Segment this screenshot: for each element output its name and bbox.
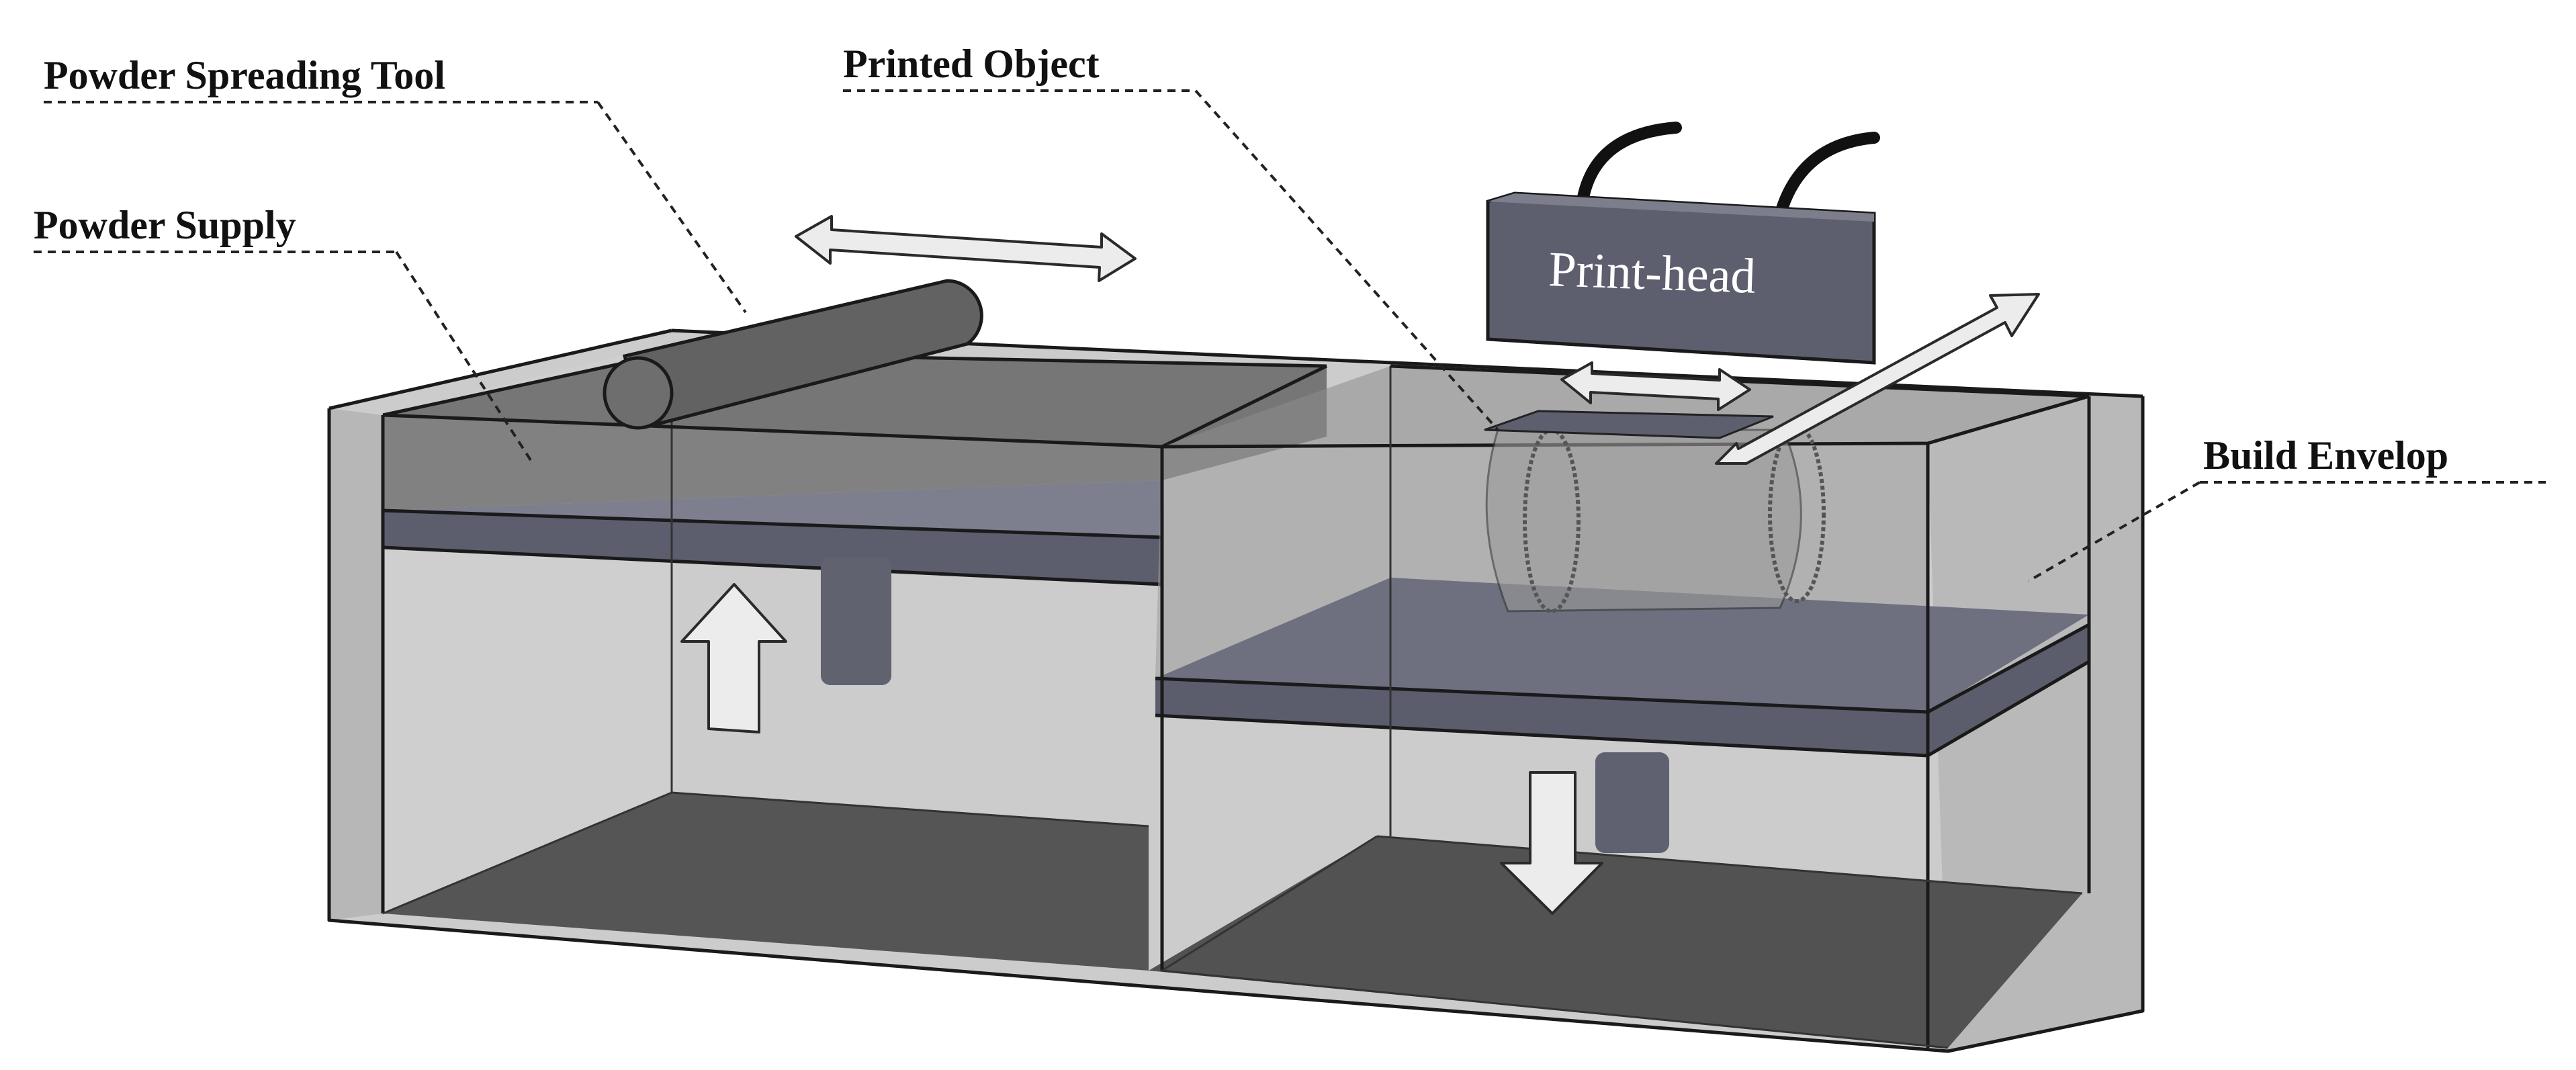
print-head-motion-double-arrow	[1560, 361, 1751, 411]
label-build-envelop: Build Envelop	[2203, 433, 2448, 478]
label-powder-spreading-tool: Powder Spreading Tool	[44, 53, 445, 97]
print-head-label: Print-head	[1548, 242, 1757, 304]
label-printed-object: Printed Object	[843, 42, 1100, 86]
print-head-cable-right	[1774, 132, 1880, 221]
powder-spreading-roller	[603, 279, 983, 430]
printed-cylinder-ring-right	[1768, 425, 1826, 603]
supply-chamber-floor	[383, 793, 1149, 971]
build-piston-rod	[1595, 752, 1669, 853]
printed-cylinder	[1485, 429, 1802, 613]
roller-motion-double-arrow	[795, 215, 1137, 282]
build-top-surface	[1162, 366, 2089, 447]
supply-piston-up-arrow	[680, 583, 787, 733]
left-wall	[329, 408, 383, 920]
build-chamber-floor	[1149, 836, 2082, 1048]
leader-lines	[34, 89, 2546, 582]
supply-piston-rod	[821, 558, 891, 685]
supply-piston-plate-edge	[383, 510, 1162, 584]
build-piston-down-arrow	[1500, 771, 1603, 915]
print-head: Print-head	[1486, 122, 1880, 365]
print-head-diagonal-arrow	[1715, 293, 2040, 465]
print-head-body	[1486, 191, 1876, 365]
build-piston-plate-edge	[1155, 625, 2089, 756]
build-piston-plate	[1155, 578, 2089, 712]
label-powder-supply: Powder Supply	[34, 203, 296, 247]
print-head-cable-left	[1576, 122, 1682, 211]
printed-object	[1484, 410, 1826, 613]
printed-layer-top	[1484, 410, 1774, 439]
